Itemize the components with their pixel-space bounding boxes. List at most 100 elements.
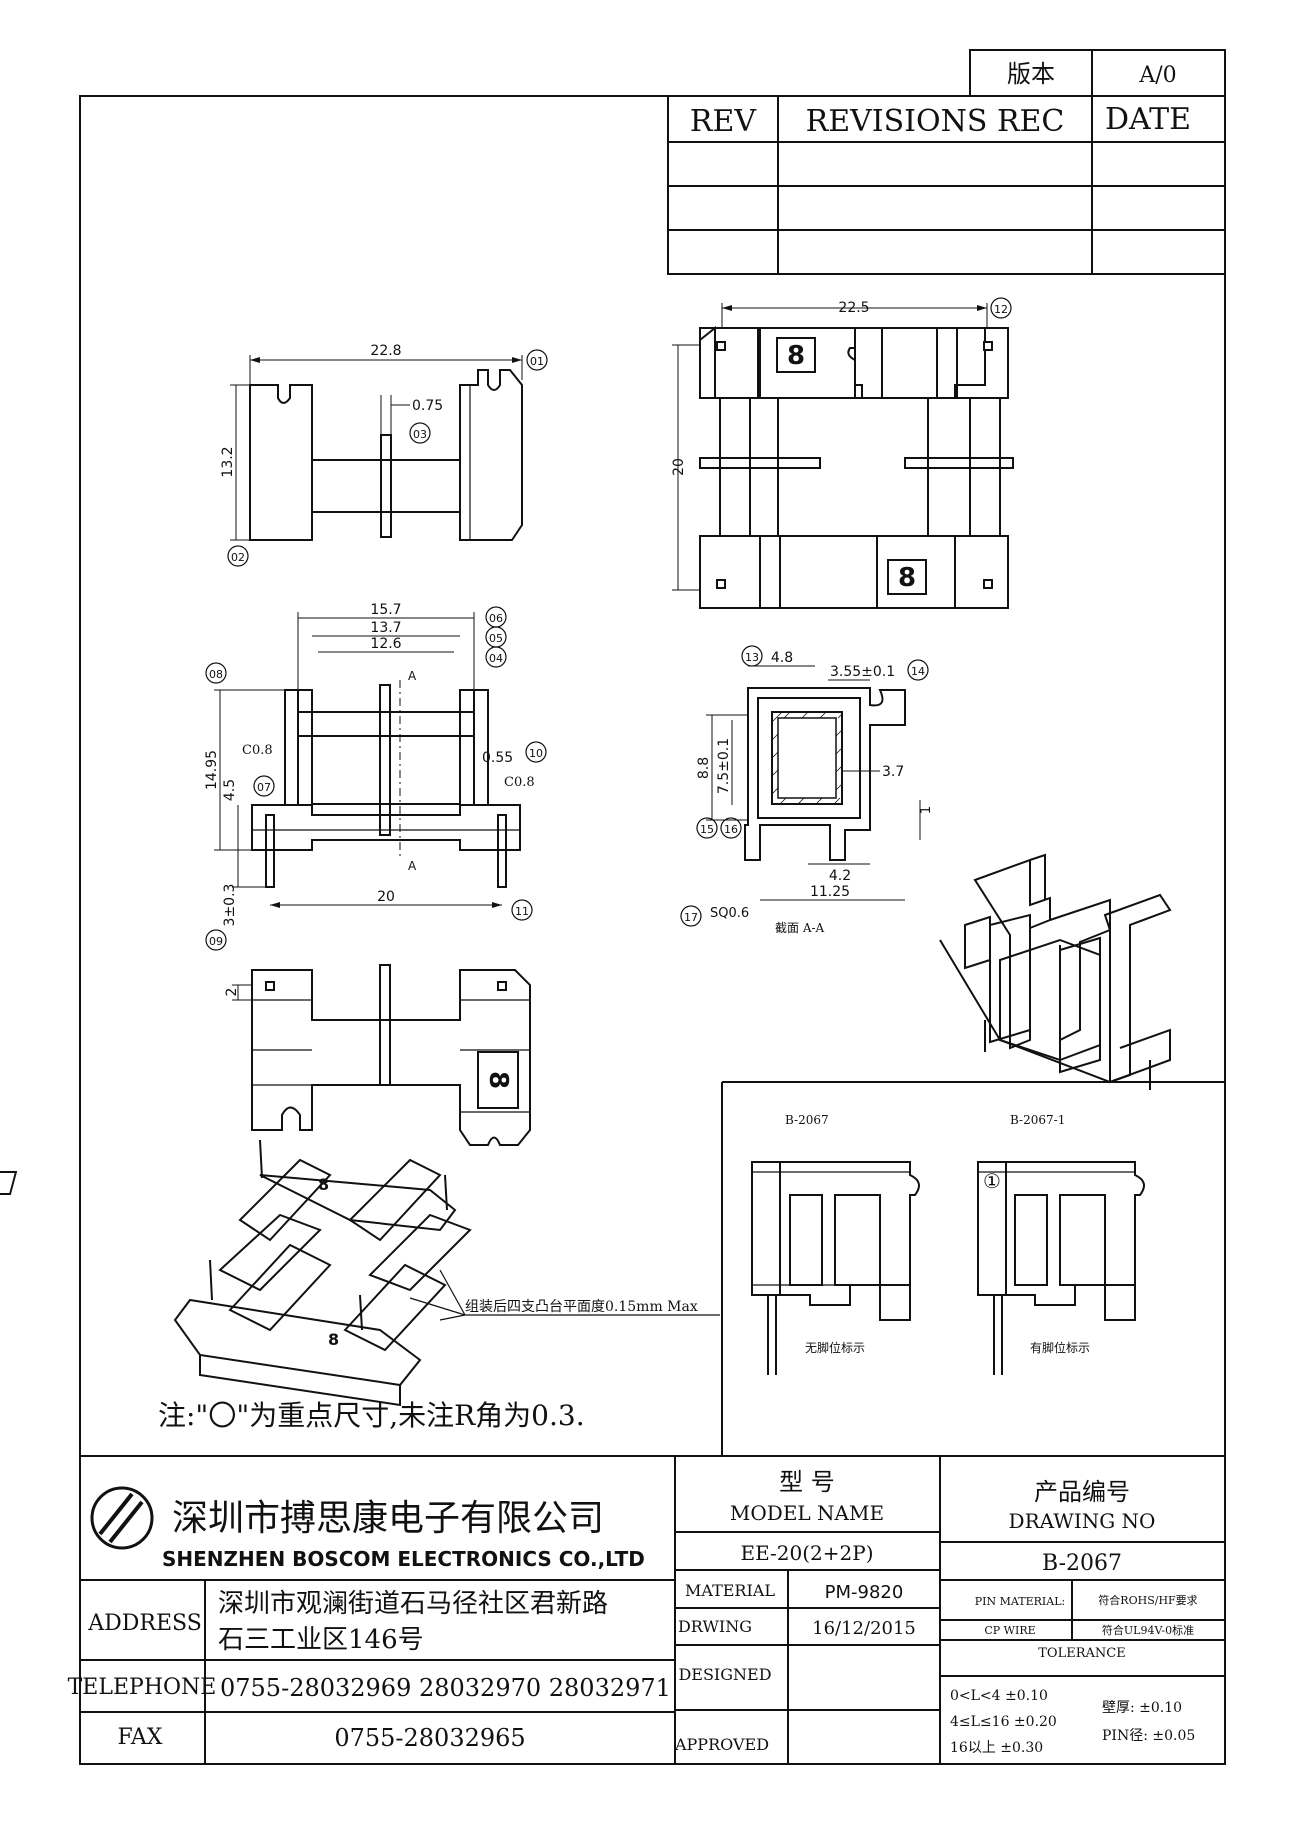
front-height-dim: 14.95 bbox=[204, 750, 220, 790]
callout-08: 08 bbox=[209, 668, 223, 681]
front-pitch-dim: 20 bbox=[377, 889, 395, 905]
callout-17: 17 bbox=[684, 911, 698, 924]
section-w2: 3.55±0.1 bbox=[830, 664, 895, 680]
rohs-note: 符合ROHS/HF要求 bbox=[1098, 1593, 1197, 1607]
revisions-table: REV REVISIONS REC DATE bbox=[667, 95, 1226, 275]
variant-pin-mark: ① bbox=[983, 1169, 1001, 1193]
fax-label: FAX bbox=[118, 1725, 163, 1750]
bottom-mark: 8 bbox=[483, 1071, 513, 1089]
callout-11: 11 bbox=[515, 905, 529, 918]
callout-12: 12 bbox=[994, 303, 1008, 316]
variants-panel: B-2067 B-2067-1 无脚位标示 ① 有脚位标示 bbox=[721, 1081, 1225, 1456]
callout-07: 07 bbox=[257, 781, 271, 794]
pin-material-label: PIN MATERIAL: bbox=[975, 1595, 1065, 1608]
section-mark-top: A bbox=[408, 669, 417, 683]
section-pin: SQ0.6 bbox=[710, 906, 749, 921]
tolerance-row-3: 16以上 ±0.30 bbox=[950, 1740, 1043, 1756]
top-width-dim: 22.5 bbox=[838, 300, 869, 316]
callout-13: 13 bbox=[745, 651, 759, 664]
revisions-rec-header: REVISIONS REC bbox=[806, 104, 1065, 139]
side-height-dim: 13.2 bbox=[220, 446, 236, 477]
title-block: 深圳市搏思康电子有限公司 SHENZHEN BOSCOM ELECTRONICS… bbox=[68, 1455, 1225, 1764]
top-height-dim: 20 bbox=[671, 458, 687, 476]
drawing-no-label-en: DRAWING NO bbox=[1009, 1509, 1156, 1533]
address-label: ADDRESS bbox=[87, 1611, 202, 1636]
callout-04: 04 bbox=[489, 652, 503, 665]
callout-09: 09 bbox=[209, 935, 223, 948]
pin-material-value: CP WIRE bbox=[984, 1624, 1035, 1637]
company-logo-icon bbox=[90, 1486, 154, 1550]
drawing-label: DRWING bbox=[678, 1617, 752, 1636]
designed-label: DESIGNED bbox=[678, 1665, 771, 1684]
tolerance-label: TOLERANCE bbox=[1038, 1646, 1125, 1661]
callout-01: 01 bbox=[530, 355, 544, 368]
side-width-dim: 22.8 bbox=[370, 343, 401, 359]
material-value: PM-9820 bbox=[825, 1582, 904, 1603]
top-mark-top: 8 bbox=[787, 341, 805, 371]
side-flange-dim: 0.75 bbox=[412, 398, 443, 414]
variant-right-note: 有脚位标示 bbox=[1030, 1340, 1090, 1355]
assembly-note: 组装后四支凸台平面度0.15mm Max bbox=[465, 1299, 698, 1315]
front-gap-dim: 0.55 bbox=[482, 750, 513, 766]
fax-value: 0755-28032965 bbox=[334, 1724, 525, 1752]
material-label: MATERIAL bbox=[685, 1581, 775, 1600]
approved-label: APPROVED bbox=[674, 1735, 769, 1754]
callout-02: 02 bbox=[231, 551, 245, 564]
variant-right-title: B-2067-1 bbox=[1010, 1113, 1065, 1127]
chamfer-right: C0.8 bbox=[504, 775, 535, 790]
callout-15: 15 bbox=[700, 823, 714, 836]
isometric-bobbin bbox=[939, 853, 1172, 1090]
section-h1: 8.8 bbox=[696, 757, 712, 779]
callout-14: 14 bbox=[911, 665, 925, 678]
bottom-view: 8 2 bbox=[224, 964, 531, 1146]
assembly-isometric: 8 8 组装后四支凸台平面度0.15mm Max bbox=[0, 1139, 720, 1407]
section-h2: 7.5±0.1 bbox=[716, 738, 732, 794]
section-b1: 4.2 bbox=[829, 868, 851, 884]
assembly-mark-1: 8 bbox=[318, 1175, 329, 1194]
tolerance-row-1: 0<L<4 ±0.10 bbox=[950, 1688, 1048, 1704]
address-line1: 深圳市观澜街道石马径社区君新路 bbox=[218, 1589, 608, 1619]
footnote: 注:"〇"为重点尺寸,未注R角为0.3. bbox=[158, 1399, 585, 1432]
side-view: 22.8 13.2 0.75 01 02 03 bbox=[220, 343, 548, 567]
model-label-en: MODEL NAME bbox=[730, 1501, 884, 1525]
assembly-mark-2: 8 bbox=[328, 1330, 339, 1349]
sheet-border bbox=[79, 95, 1226, 1765]
company-name-en: SHENZHEN BOSCOM ELECTRONICS CO.,LTD bbox=[162, 1547, 645, 1571]
callout-06: 06 bbox=[489, 612, 503, 625]
front-view: A A 15.7 13.7 12.6 14.95 4.5 3±0.3 20 0.… bbox=[204, 602, 547, 951]
variant-left-title: B-2067 bbox=[785, 1113, 829, 1127]
section-inner: 3.7 bbox=[882, 764, 904, 780]
top-mark-bottom: 8 bbox=[898, 563, 916, 593]
front-dim-137: 13.7 bbox=[370, 620, 401, 636]
variant-left-note: 无脚位标示 bbox=[805, 1340, 865, 1355]
callout-05: 05 bbox=[489, 632, 503, 645]
front-dim-126: 12.6 bbox=[370, 636, 401, 652]
callout-03: 03 bbox=[413, 428, 427, 441]
telephone-value: 0755-28032969 28032970 28032971 bbox=[220, 1674, 671, 1702]
tolerance-row-2: 4≤L≤16 ±0.20 bbox=[950, 1714, 1057, 1730]
model-value: EE-20(2+2P) bbox=[740, 1541, 873, 1565]
front-pin-dim: 3±0.3 bbox=[222, 884, 238, 927]
callout-16: 16 bbox=[724, 823, 738, 836]
address-line2: 石三工业区146号 bbox=[218, 1625, 424, 1655]
wall-tolerance: 壁厚: ±0.10 bbox=[1102, 1700, 1182, 1716]
chamfer-left: C0.8 bbox=[242, 743, 273, 758]
bottom-dim: 2 bbox=[224, 988, 240, 997]
drawing-no-value: B-2067 bbox=[1042, 1551, 1122, 1576]
ul-note: 符合UL94V-0标准 bbox=[1102, 1623, 1194, 1637]
section-caption: 截面 A-A bbox=[775, 921, 825, 935]
callout-10: 10 bbox=[529, 747, 543, 760]
section-step: 1 bbox=[919, 806, 934, 814]
version-label: 版本 bbox=[1007, 60, 1055, 88]
drawing-no-label-cn: 产品编号 bbox=[1034, 1478, 1130, 1506]
top-view: 8 8 22.5 20 12 bbox=[671, 297, 1014, 609]
pin-tolerance: PIN径: ±0.05 bbox=[1102, 1728, 1195, 1744]
company-name-cn: 深圳市搏思康电子有限公司 bbox=[172, 1498, 604, 1539]
section-b2: 11.25 bbox=[810, 884, 850, 900]
section-view: 4.8 3.55±0.1 8.8 7.5±0.1 3.7 1 4.2 11.25… bbox=[680, 645, 934, 935]
date-value: 16/12/2015 bbox=[812, 1618, 916, 1639]
section-mark-bottom: A bbox=[408, 859, 417, 873]
version-value: A/0 bbox=[1138, 63, 1176, 88]
rev-header: REV bbox=[690, 104, 757, 139]
